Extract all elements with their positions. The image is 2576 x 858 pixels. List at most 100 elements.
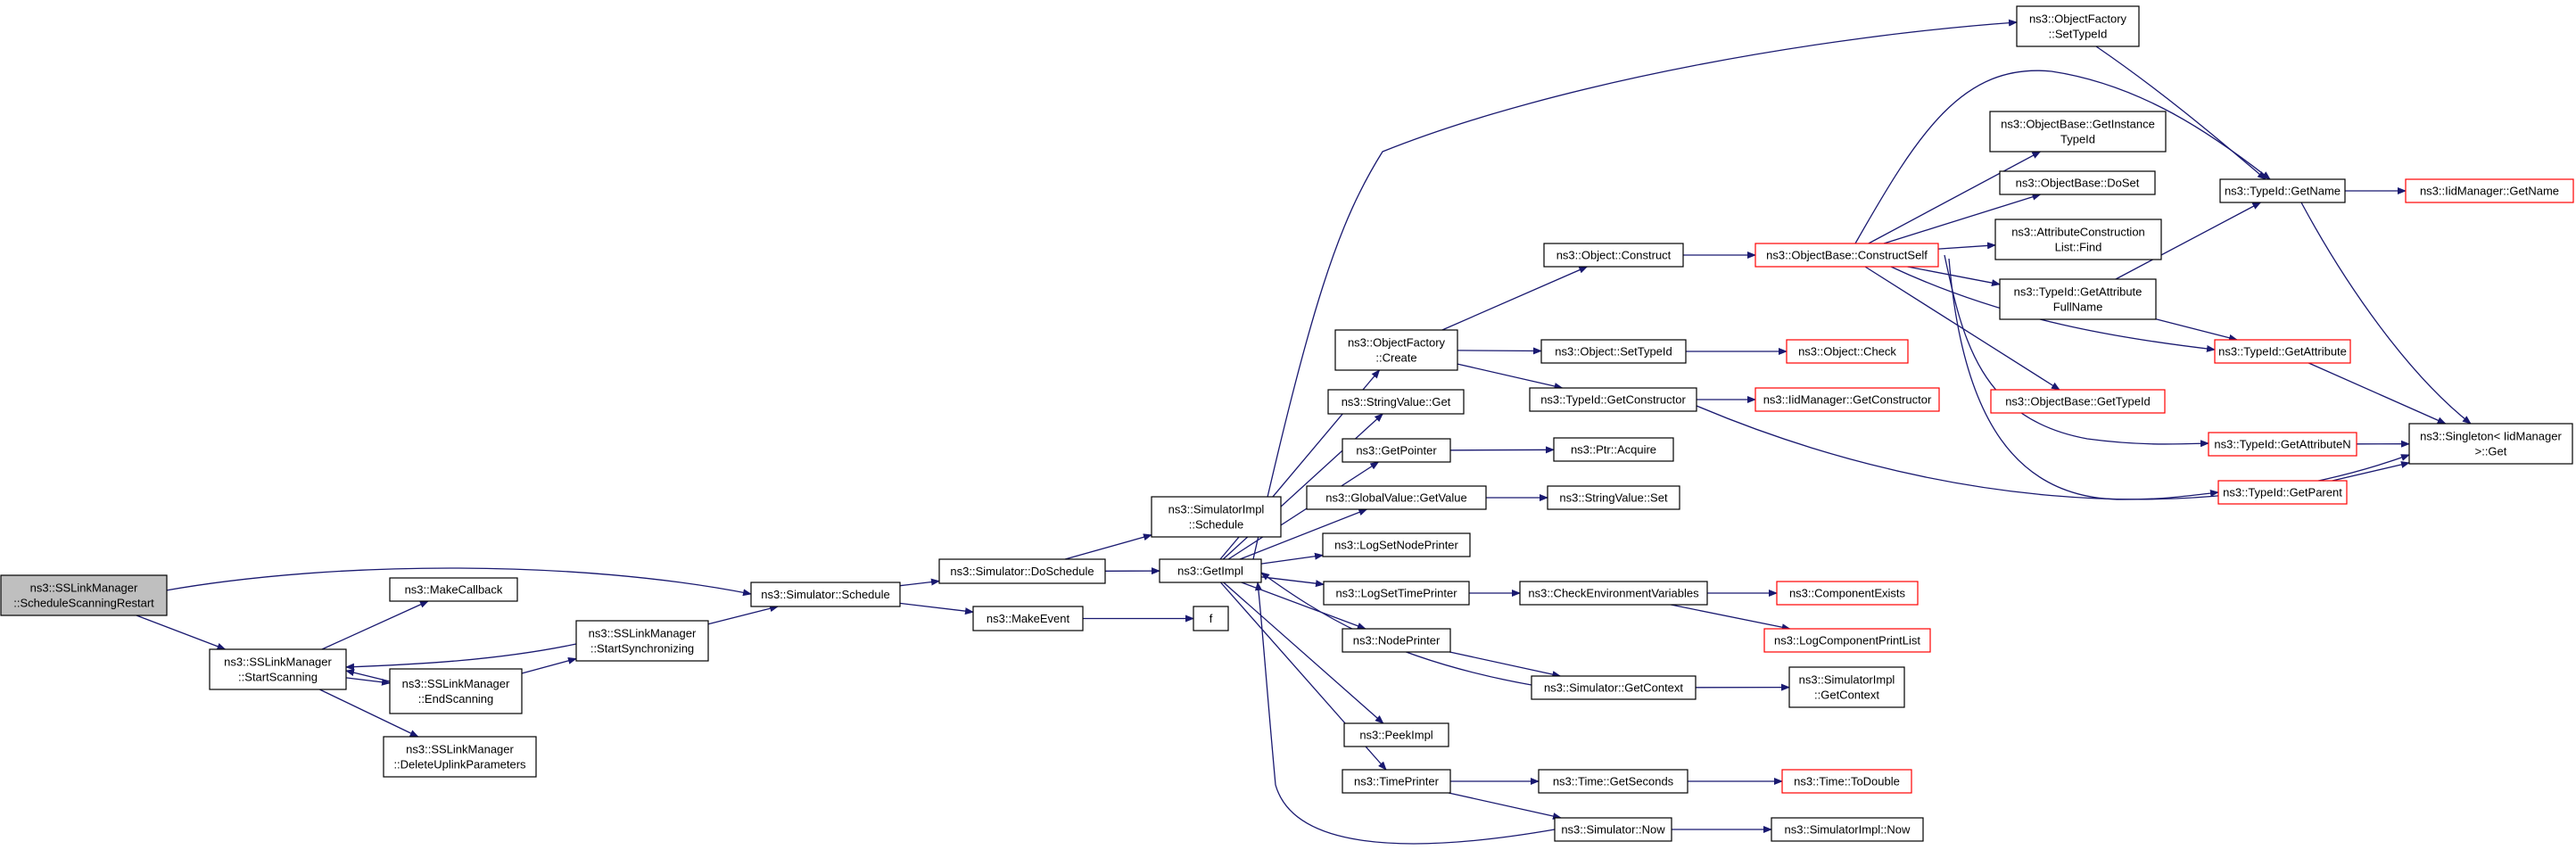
node-box xyxy=(0,574,168,616)
node-getImpl[interactable]: ns3::GetImpl xyxy=(1159,558,1262,583)
node-singletonGet[interactable]: ns3::Singleton< IidManager>::Get xyxy=(2408,423,2573,465)
node-objCheck[interactable]: ns3::Object::Check xyxy=(1786,339,1909,364)
node-label: ns3::TypeId::GetAttributeN xyxy=(2214,438,2350,451)
edge-obConstructSelf-to-obDoSet xyxy=(1883,193,2042,244)
node-label: ns3::AttributeConstruction xyxy=(2011,226,2145,239)
node-ofCreate[interactable]: ns3::ObjectFactory::Create xyxy=(1334,329,1458,371)
node-obGetTypeId[interactable]: ns3::ObjectBase::GetTypeId xyxy=(1990,389,2166,414)
node-ofSetTypeId[interactable]: ns3::ObjectFactory::SetTypeId xyxy=(2016,5,2140,47)
edge-startSync-to-schedule xyxy=(707,605,780,625)
node-obDoSet[interactable]: ns3::ObjectBase::DoSet xyxy=(1999,170,2156,195)
node-label: ns3::Object::SetTypeId xyxy=(1555,345,1672,359)
node-label: List::Find xyxy=(2055,241,2102,254)
node-box xyxy=(2016,5,2140,47)
edge-root-to-schedule xyxy=(165,567,752,597)
node-svSet[interactable]: ns3::StringValue::Set xyxy=(1547,485,1680,510)
edge-tidGetParent-to-singletonGet xyxy=(2332,461,2410,482)
node-gvGetValue[interactable]: ns3::GlobalValue::GetValue xyxy=(1306,485,1487,510)
node-box xyxy=(1786,339,1909,364)
node-checkEnv[interactable]: ns3::CheckEnvironmentVariables xyxy=(1519,581,1708,606)
node-label: ns3::StringValue::Get xyxy=(1342,395,1451,408)
node-implGetContext[interactable]: ns3::SimulatorImpl::GetContext xyxy=(1788,666,1905,708)
node-box xyxy=(1540,339,1687,364)
node-peekImpl[interactable]: ns3::PeekImpl xyxy=(1343,722,1449,747)
node-label: ns3::LogSetTimePrinter xyxy=(1335,587,1457,600)
node-box xyxy=(1342,438,1451,463)
node-makeCallback[interactable]: ns3::MakeCallback xyxy=(389,577,518,602)
node-deleteUplink[interactable]: ns3::SSLinkManager::DeleteUplinkParamete… xyxy=(383,736,537,778)
node-box xyxy=(1538,769,1688,794)
node-logSetNode[interactable]: ns3::LogSetNodePrinter xyxy=(1322,532,1471,557)
node-label: ns3::LogComponentPrintList xyxy=(1774,634,1920,648)
node-label: ns3::SimulatorImpl xyxy=(1168,503,1265,516)
node-box xyxy=(2208,432,2357,457)
node-iidGetName[interactable]: ns3::IidManager::GetName xyxy=(2405,178,2574,203)
node-label: ns3::SimulatorImpl xyxy=(1799,673,1895,687)
node-doSchedule[interactable]: ns3::Simulator::DoSchedule xyxy=(938,558,1106,584)
node-tidGetCtor[interactable]: ns3::TypeId::GetConstructor xyxy=(1529,387,1697,412)
node-box xyxy=(575,620,709,662)
node-startScanning[interactable]: ns3::SSLinkManager::StartScanning xyxy=(209,648,347,690)
node-tidGetParent[interactable]: ns3::TypeId::GetParent xyxy=(2217,480,2348,505)
node-timeToDouble[interactable]: ns3::Time::ToDouble xyxy=(1781,769,1912,794)
node-box xyxy=(1754,243,1939,268)
node-label: ns3::Simulator::Schedule xyxy=(761,588,890,601)
node-label: ns3::TypeId::GetConstructor xyxy=(1540,393,1686,407)
node-tidGetAttrN[interactable]: ns3::TypeId::GetAttributeN xyxy=(2208,432,2357,457)
edge-timePrinter-to-simNow xyxy=(1448,792,1562,820)
node-tidGetAttr[interactable]: ns3::TypeId::GetAttribute xyxy=(2214,339,2351,364)
node-label: ns3::Object::Check xyxy=(1798,345,1896,359)
node-label: ::StartSynchronizing xyxy=(590,642,694,656)
node-label: ns3::MakeCallback xyxy=(405,583,503,597)
node-f[interactable]: f xyxy=(1193,606,1229,631)
node-box xyxy=(938,558,1106,584)
node-tidGetName[interactable]: ns3::TypeId::GetName xyxy=(2219,178,2346,203)
node-svGet[interactable]: ns3::StringValue::Get xyxy=(1327,389,1465,415)
node-label: ns3::Simulator::GetContext xyxy=(1544,681,1683,695)
node-objConstruct[interactable]: ns3::Object::Construct xyxy=(1543,243,1684,268)
node-box xyxy=(1990,389,2166,414)
node-box xyxy=(1547,485,1680,510)
node-ptrAcquire[interactable]: ns3::Ptr::Acquire xyxy=(1553,437,1674,462)
node-box xyxy=(389,577,518,602)
node-endScanning[interactable]: ns3::SSLinkManager::EndScanning xyxy=(389,668,523,714)
node-logCompList[interactable]: ns3::LogComponentPrintList xyxy=(1763,628,1931,653)
node-implSchedule[interactable]: ns3::SimulatorImpl::Schedule xyxy=(1151,496,1282,538)
node-box xyxy=(1989,111,2167,153)
node-box xyxy=(1781,769,1912,794)
edge-tidGetAttr-to-singletonGet xyxy=(2308,362,2447,425)
node-simNow[interactable]: ns3::Simulator::Now xyxy=(1554,817,1672,842)
node-startSync[interactable]: ns3::SSLinkManager::StartSynchronizing xyxy=(575,620,709,662)
node-schedule[interactable]: ns3::Simulator::Schedule xyxy=(750,582,901,607)
node-box xyxy=(2217,480,2348,505)
node-label: ns3::Simulator::Now xyxy=(1561,823,1665,837)
node-simGetContext[interactable]: ns3::Simulator::GetContext xyxy=(1531,675,1697,700)
node-compExists[interactable]: ns3::ComponentExists xyxy=(1776,581,1919,606)
node-implNow[interactable]: ns3::SimulatorImpl::Now xyxy=(1771,817,1924,842)
node-box xyxy=(1529,387,1697,412)
node-label: ::ScheduleScanningRestart xyxy=(13,597,154,610)
node-box xyxy=(389,668,523,714)
node-makeEvent[interactable]: ns3::MakeEvent xyxy=(972,606,1084,631)
node-timePrinter[interactable]: ns3::TimePrinter xyxy=(1342,769,1451,794)
node-label: ns3::ObjectBase::ConstructSelf xyxy=(1766,249,1928,262)
node-timeGetSeconds[interactable]: ns3::Time::GetSeconds xyxy=(1538,769,1688,794)
edge-checkEnv-to-logCompList xyxy=(1671,604,1791,631)
edge-tidGetAttrFull-to-tidGetAttr xyxy=(2155,318,2238,342)
node-iidGetCtor[interactable]: ns3::IidManager::GetConstructor xyxy=(1754,387,1940,412)
node-label: ns3::Singleton< IidManager xyxy=(2420,430,2562,443)
node-box xyxy=(1327,389,1465,415)
node-label: ns3::GlobalValue::GetValue xyxy=(1325,491,1467,505)
node-logSetTime[interactable]: ns3::LogSetTimePrinter xyxy=(1323,581,1470,606)
node-label: ns3::MakeEvent xyxy=(987,612,1070,625)
node-objSetTypeId[interactable]: ns3::Object::SetTypeId xyxy=(1540,339,1687,364)
node-obConstructSelf[interactable]: ns3::ObjectBase::ConstructSelf xyxy=(1754,243,1939,268)
node-nodePrinter[interactable]: ns3::NodePrinter xyxy=(1342,628,1451,653)
node-box xyxy=(1343,722,1449,747)
node-label: ns3::Ptr::Acquire xyxy=(1571,443,1656,457)
node-box xyxy=(1776,581,1919,606)
node-getPointer[interactable]: ns3::GetPointer xyxy=(1342,438,1451,463)
